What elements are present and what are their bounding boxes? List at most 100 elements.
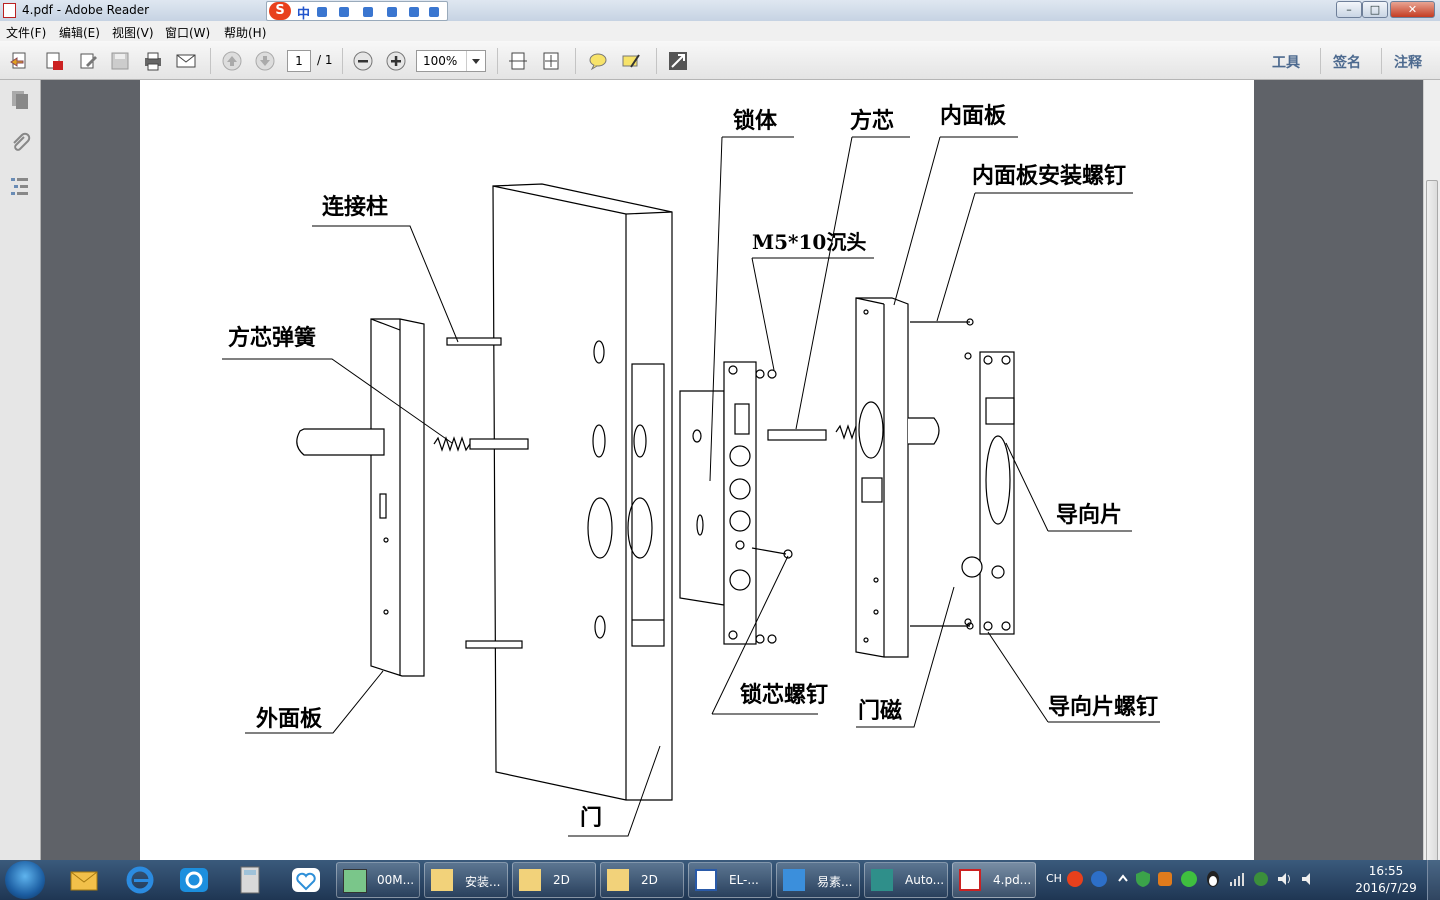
prev-page-icon[interactable] bbox=[222, 51, 242, 71]
taskbar-item-7[interactable]: 4.pd... bbox=[952, 862, 1036, 898]
create-pdf-icon[interactable] bbox=[44, 51, 64, 71]
page-thumbnails-icon[interactable] bbox=[9, 89, 31, 111]
separator bbox=[1320, 48, 1321, 74]
separator bbox=[575, 48, 576, 74]
keyboard-icon[interactable] bbox=[363, 7, 373, 17]
up-icon[interactable] bbox=[409, 7, 419, 17]
sign-pane-button[interactable]: 签名 bbox=[1333, 55, 1361, 71]
folder-icon bbox=[519, 869, 541, 891]
taskbar-item-5[interactable]: 易素... bbox=[776, 862, 860, 898]
punct-icon[interactable] bbox=[339, 7, 349, 17]
label-guide-plate-screw: 导向片螺钉 bbox=[1048, 694, 1158, 720]
network-icon[interactable] bbox=[1252, 870, 1270, 888]
skin-icon[interactable] bbox=[387, 7, 397, 17]
help-icon[interactable] bbox=[1090, 870, 1108, 888]
fit-width-icon[interactable] bbox=[508, 51, 528, 71]
comment-pane-button[interactable]: 注释 bbox=[1394, 55, 1422, 71]
menu-view[interactable]: 视图(V) bbox=[112, 26, 154, 40]
label-inner-panel-screw: 内面板安装螺钉 bbox=[972, 163, 1126, 189]
taskbar-item-6[interactable]: Auto... bbox=[864, 862, 948, 898]
save-icon[interactable] bbox=[110, 51, 130, 71]
speaker-icon[interactable] bbox=[1300, 870, 1318, 888]
comment-icon[interactable] bbox=[588, 51, 608, 71]
bookmarks-icon[interactable] bbox=[9, 175, 31, 197]
next-page-icon[interactable] bbox=[255, 51, 275, 71]
calculator-icon[interactable] bbox=[232, 864, 268, 896]
security-icon[interactable] bbox=[1156, 870, 1174, 888]
tools-pane-button[interactable]: 工具 bbox=[1272, 55, 1300, 71]
taskbar-item-0[interactable]: 00M... bbox=[336, 862, 420, 898]
ime-toolbar[interactable]: S 中 bbox=[266, 1, 448, 22]
menu-help[interactable]: 帮助(H) bbox=[224, 26, 267, 40]
heart-app-icon[interactable] bbox=[288, 864, 324, 896]
label-guide-plate: 导向片 bbox=[1056, 502, 1122, 528]
signal-icon[interactable] bbox=[1228, 870, 1246, 888]
vertical-scrollbar[interactable] bbox=[1423, 80, 1440, 875]
document-view[interactable]: 连接柱 方芯弹簧 外面板 门 锁体 方芯 内面板 内面板安装螺钉 M5*10沉头… bbox=[42, 80, 1423, 860]
edit-icon[interactable] bbox=[78, 51, 98, 71]
pdf-page: 连接柱 方芯弹簧 外面板 门 锁体 方芯 内面板 内面板安装螺钉 M5*10沉头… bbox=[140, 80, 1254, 860]
open-icon[interactable] bbox=[10, 51, 30, 71]
toolbar: 1 / 1 100% 工具 签名 注释 bbox=[0, 41, 1440, 80]
label-inner-panel: 内面板 bbox=[940, 103, 1007, 129]
taskbar-item-label: Auto... bbox=[905, 873, 945, 887]
guide-plate bbox=[979, 351, 1015, 635]
clock[interactable]: 16:55 2016/7/29 bbox=[1354, 863, 1418, 897]
close-button[interactable]: ✕ bbox=[1390, 1, 1435, 18]
wrench-icon[interactable] bbox=[429, 7, 439, 17]
label-lock-core-screw: 锁芯螺钉 bbox=[740, 682, 828, 708]
taskbar-item-3[interactable]: 2D bbox=[600, 862, 684, 898]
title-bar: 4.pdf - Adobe Reader S 中 – □ ✕ bbox=[0, 0, 1440, 22]
pdf-app-icon bbox=[3, 3, 16, 18]
moon-icon[interactable] bbox=[317, 7, 327, 17]
mail-app-icon[interactable] bbox=[66, 864, 102, 896]
taskbar-item-1[interactable]: 安装... bbox=[424, 862, 508, 898]
show-desktop-button[interactable] bbox=[1427, 860, 1440, 900]
shield-icon[interactable] bbox=[1134, 870, 1152, 888]
browser-app-icon[interactable] bbox=[176, 864, 212, 896]
taskbar-item-label: EL-... bbox=[729, 873, 759, 887]
app-icon bbox=[783, 869, 805, 891]
qq-icon[interactable] bbox=[1204, 870, 1222, 888]
menu-edit[interactable]: 编辑(E) bbox=[59, 26, 100, 40]
zoom-in-icon[interactable] bbox=[386, 51, 406, 71]
app-icon bbox=[343, 869, 367, 893]
label-door-magnet: 门磁 bbox=[858, 698, 902, 724]
attachments-icon[interactable] bbox=[9, 132, 31, 154]
ie-browser-icon[interactable] bbox=[122, 864, 158, 896]
label-spindle-spring: 方芯弹簧 bbox=[228, 325, 316, 351]
taskbar-item-2[interactable]: 2D bbox=[512, 862, 596, 898]
volume-icon[interactable] bbox=[1276, 870, 1294, 888]
scrollbar-thumb[interactable] bbox=[1426, 180, 1438, 875]
fit-page-icon[interactable] bbox=[541, 51, 561, 71]
page-total: / 1 bbox=[317, 53, 333, 67]
ime-mode[interactable]: 中 bbox=[297, 7, 311, 22]
zoom-select[interactable]: 100% bbox=[416, 50, 486, 72]
autocad-icon bbox=[871, 869, 893, 891]
lock-body bbox=[679, 390, 725, 606]
start-button[interactable] bbox=[5, 861, 45, 899]
taskbar-item-4[interactable]: EL-... bbox=[688, 862, 772, 898]
minimize-button[interactable]: – bbox=[1336, 1, 1362, 18]
tray-expand-icon[interactable] bbox=[1114, 870, 1132, 888]
menu-window[interactable]: 窗口(W) bbox=[165, 26, 211, 40]
game-icon[interactable] bbox=[1180, 870, 1198, 888]
clock-date: 2016/7/29 bbox=[1355, 881, 1417, 895]
label-spindle: 方芯 bbox=[850, 108, 894, 134]
sogou-logo-icon[interactable]: S bbox=[269, 2, 291, 20]
chevron-down-icon[interactable] bbox=[466, 51, 485, 71]
print-icon[interactable] bbox=[143, 51, 163, 71]
lock-exploded-diagram: 连接柱 方芯弹簧 外面板 门 锁体 方芯 内面板 内面板安装螺钉 M5*10沉头… bbox=[222, 103, 1160, 837]
highlight-icon[interactable] bbox=[621, 51, 641, 71]
email-icon[interactable] bbox=[176, 51, 196, 71]
menu-file[interactable]: 文件(F) bbox=[6, 26, 47, 40]
input-language[interactable]: CH bbox=[1046, 872, 1062, 885]
page-number-input[interactable]: 1 bbox=[287, 50, 311, 72]
zoom-value: 100% bbox=[423, 54, 458, 68]
menu-bar: 文件(F) 编辑(E) 视图(V) 窗口(W) 帮助(H) bbox=[0, 21, 1440, 41]
taskbar-item-label: 2D bbox=[641, 873, 658, 887]
fullscreen-icon[interactable] bbox=[668, 51, 688, 71]
maximize-button[interactable]: □ bbox=[1362, 1, 1388, 18]
zoom-out-icon[interactable] bbox=[353, 51, 373, 71]
sogou-tray-icon[interactable] bbox=[1066, 870, 1084, 888]
